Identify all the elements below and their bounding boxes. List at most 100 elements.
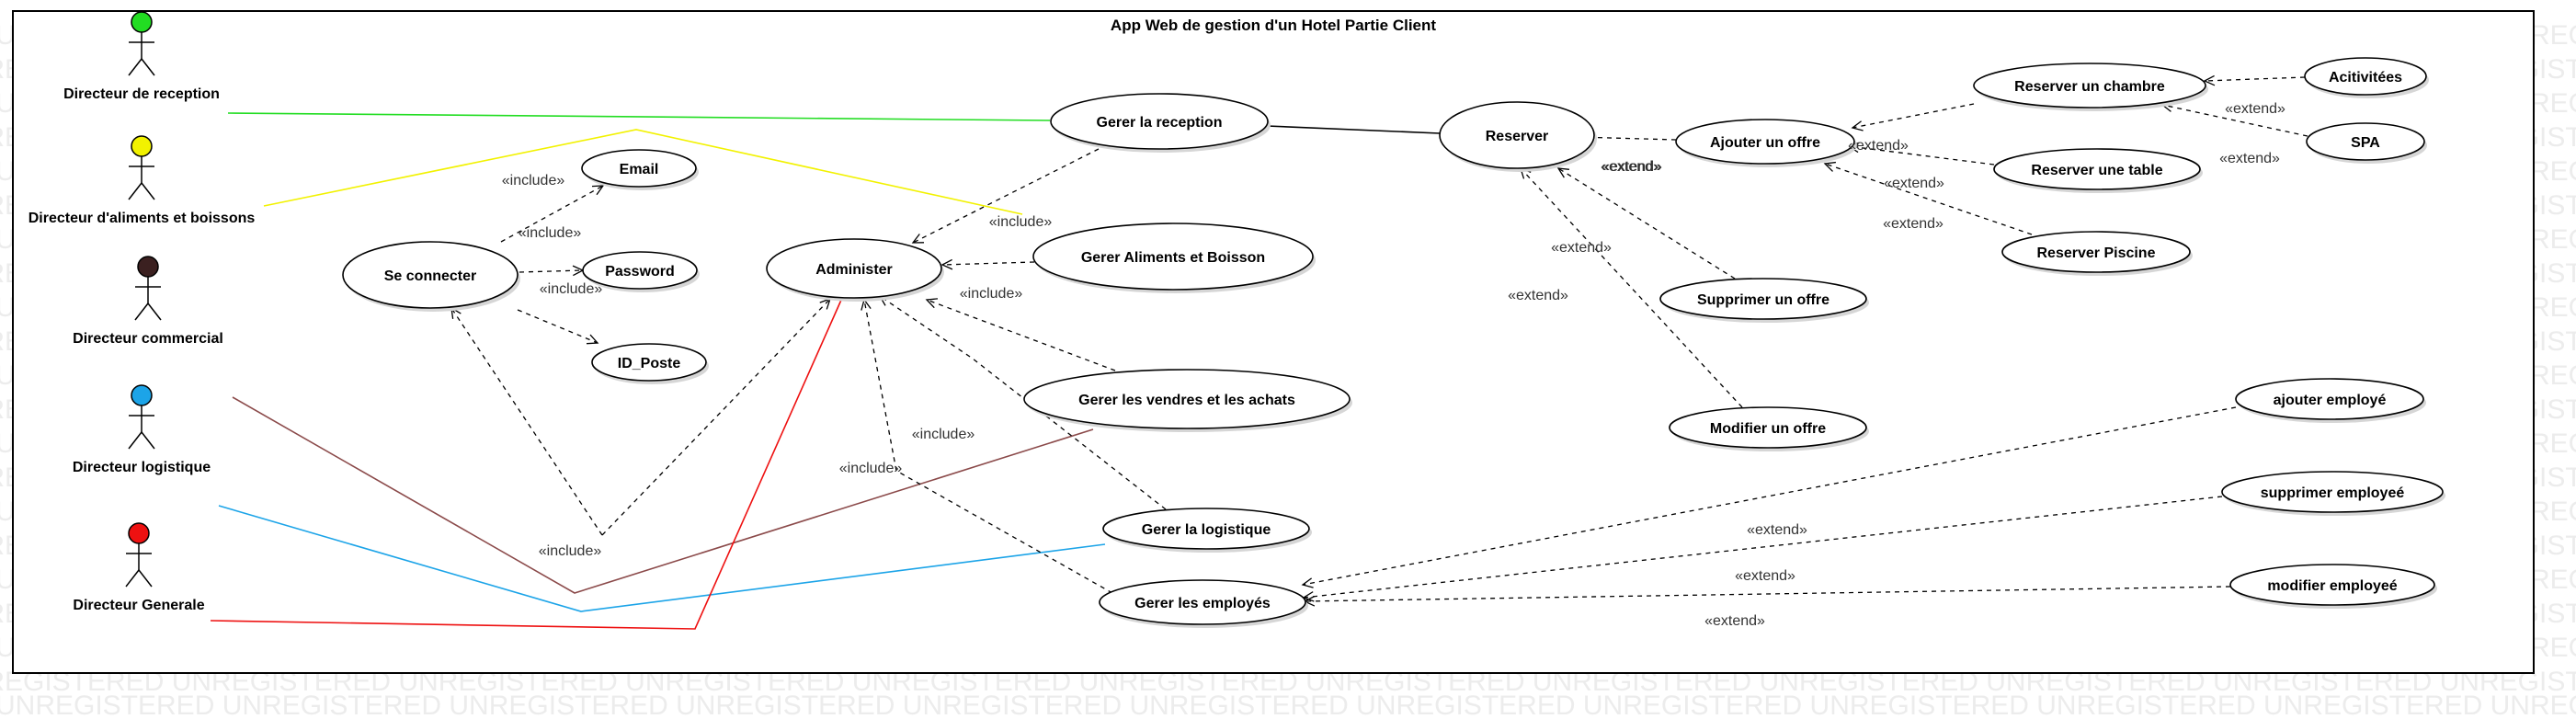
extend-label: «extend» <box>1848 138 1909 154</box>
association-line-a-recep-to-u-recep <box>227 112 1051 121</box>
extend-line-u-spa-to-u-rch <box>2161 104 2308 137</box>
extend-line-u-act-to-u-rch <box>2204 76 2306 82</box>
use-case-label: Gerer les employés <box>1134 596 1271 611</box>
include-line-u-conn-to-u-email <box>500 185 604 243</box>
relation-label: «extend» <box>1883 216 1943 232</box>
actor-head <box>131 135 153 157</box>
use-case-ellipse <box>582 251 698 290</box>
use-case-label: Reserver <box>1486 129 1549 144</box>
arrowhead <box>1851 120 1864 131</box>
include-label: «include» <box>839 461 903 476</box>
include-line-u-vend-to-u-admin <box>926 299 1116 371</box>
include-label: «include» <box>960 286 1023 302</box>
actor-right-leg <box>141 182 155 200</box>
use-case-label: Gerer la reception <box>1097 115 1223 131</box>
use-case-u-rch: Reserver un chambre <box>1973 63 2208 111</box>
association-line-a-logi-to-u-logi <box>218 505 1106 612</box>
use-case-u-spa: SPA <box>2306 122 2427 164</box>
actor-left-leg <box>125 569 140 588</box>
actor-label: Directeur Generale <box>73 598 204 613</box>
use-case-ellipse <box>2235 378 2424 420</box>
use-case-u-soff: Supprimer un offre <box>1659 278 1869 323</box>
use-case-u-act: Acitivitées <box>2304 57 2429 98</box>
arrowhead <box>1301 577 1314 588</box>
extend-line-u-memp-to-u-emp <box>1304 586 2231 602</box>
use-case-ellipse <box>2221 471 2444 513</box>
diagram-title: App Web de gestion d'un Hotel Partie Cli… <box>1111 17 1436 34</box>
use-case-u-semp: supprimer employeé <box>2221 471 2445 516</box>
extend-line-u-rch-to-u-aoff <box>1852 103 1975 129</box>
use-case-ellipse <box>1032 223 1314 291</box>
actor-a-comm: Directeur commercial <box>73 256 223 347</box>
actor-left-leg <box>134 302 149 321</box>
use-case-u-aoff: Ajouter un offre <box>1675 119 1857 167</box>
relation-label: «extend» <box>1601 159 1661 175</box>
use-case-label: Password <box>605 264 675 280</box>
use-case-u-poste: ID_Poste <box>591 343 709 384</box>
use-case-ellipse <box>2001 231 2191 273</box>
use-case-u-recep: Gerer la reception <box>1050 93 1271 153</box>
watermark-text: UNREGISTERED UNREGISTERED UNREGISTERED U… <box>0 690 2576 719</box>
use-case-u-pass: Password <box>582 251 700 292</box>
relation-label: «extend» <box>1704 613 1765 629</box>
extend-label: «extend» <box>2219 151 2280 166</box>
use-case-label: ID_Poste <box>618 356 681 371</box>
extend-label: «extend» <box>1884 176 1944 191</box>
use-case-u-moff: Modifier un offre <box>1669 406 1869 451</box>
actor-label: Directeur de reception <box>63 86 220 102</box>
use-case-u-aemp: ajouter employé <box>2235 378 2426 423</box>
use-case-ellipse <box>1993 148 2201 190</box>
use-case-ellipse <box>766 238 942 299</box>
use-case-u-admin: Administer <box>766 238 944 302</box>
use-case-u-rpis: Reserver Piscine <box>2001 231 2193 276</box>
actor-right-leg <box>141 431 155 450</box>
use-case-label: Reserver une table <box>2031 163 2162 178</box>
use-case-u-logi: Gerer la logistique <box>1102 508 1312 553</box>
association-line-u-recep-to-u-res <box>1266 125 1441 134</box>
actor-right-leg <box>138 569 153 588</box>
include-label: «include» <box>502 173 565 188</box>
include-line-u-alim-to-u-admin <box>941 261 1035 266</box>
extend-line-u-aoff-to-u-res <box>1577 136 1677 141</box>
include-label: «include» <box>912 427 975 442</box>
extend-label: «extend» <box>1735 568 1795 584</box>
use-case-u-alim: Gerer Aliments et Boisson <box>1032 223 1316 293</box>
arrowhead <box>925 298 939 309</box>
include-label: «include» <box>519 225 582 241</box>
arrowhead <box>911 234 925 244</box>
use-case-label: SPA <box>2351 135 2380 151</box>
extend-line-u-soff-to-u-res <box>1557 167 1736 280</box>
use-case-ellipse <box>1023 369 1351 429</box>
arrowhead <box>591 185 605 196</box>
use-case-ellipse <box>2229 564 2435 606</box>
relation-label: «include» <box>539 543 602 559</box>
include-line-u-conn-to-u-pass <box>519 269 584 273</box>
actor-left-leg <box>128 182 142 200</box>
actor-a-recep: Directeur de reception <box>63 11 220 102</box>
use-case-label: Modifier un offre <box>1710 421 1826 437</box>
use-case-ellipse <box>1675 119 1855 165</box>
extend-label: «extend» <box>1747 522 1807 538</box>
use-case-label: modifier employeé <box>2267 578 2397 594</box>
include-line-u-emp-to-u-admin <box>863 299 1113 594</box>
use-case-u-rtab: Reserver une table <box>1993 148 2203 193</box>
use-case-label: Gerer la logistique <box>1142 522 1271 538</box>
actor-a-alim: Directeur d'aliments et boissons <box>28 135 255 226</box>
actor-left-leg <box>128 58 142 76</box>
use-case-u-vend: Gerer les vendres et les achats <box>1023 369 1352 432</box>
association-line-a-gen-to-u-admin <box>210 297 843 630</box>
extend-line-u-rtab-to-u-aoff <box>1848 145 1995 165</box>
use-case-ellipse <box>1102 508 1310 550</box>
use-case-u-conn: Se connecter <box>342 241 520 312</box>
use-case-ellipse <box>342 241 519 309</box>
use-case-label: ajouter employé <box>2274 393 2387 408</box>
actor-a-logi: Directeur logistique <box>73 384 211 475</box>
use-case-ellipse <box>1050 93 1269 150</box>
actor-head <box>137 256 159 278</box>
extend-label: «extend» <box>2225 101 2285 117</box>
include-line-u-recep-to-u-admin <box>912 148 1100 244</box>
use-case-ellipse <box>2304 57 2427 96</box>
use-case-ellipse <box>581 149 697 188</box>
actor-label: Directeur logistique <box>73 460 211 475</box>
